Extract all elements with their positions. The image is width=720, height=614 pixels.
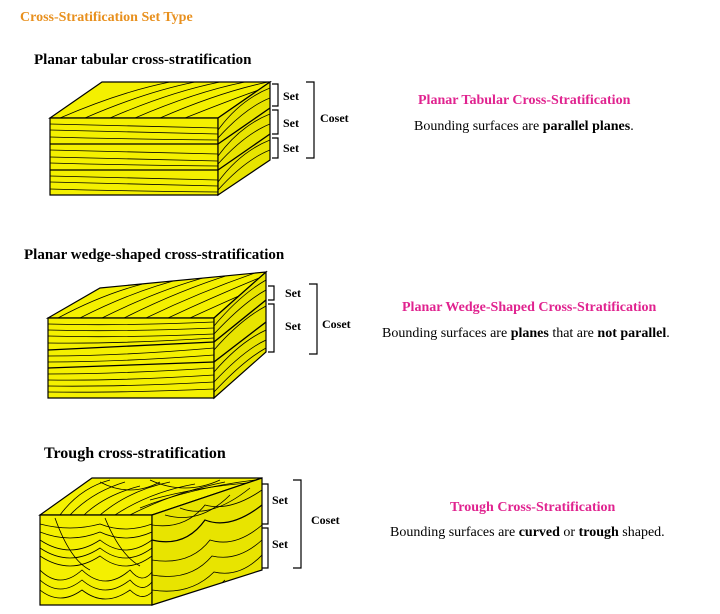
- set-label: Set: [283, 141, 299, 155]
- section-title-planar-tabular: Planar tabular cross-stratification: [34, 52, 252, 68]
- set-label: Set: [272, 537, 288, 551]
- coset-label: Coset: [320, 111, 349, 125]
- set-label: Set: [283, 116, 299, 130]
- planar-tabular-block: [48, 80, 315, 197]
- section-title-trough: Trough cross-stratification: [44, 445, 226, 462]
- desc-planar-wedge: Bounding surfaces are planes that are no…: [382, 326, 670, 341]
- desc-trough: Bounding surfaces are curved or trough s…: [390, 525, 665, 540]
- set-label: Set: [272, 493, 288, 507]
- desc-planar-tabular: Bounding surfaces are parallel planes.: [414, 119, 634, 134]
- trough-block: [38, 477, 302, 606]
- set-label: Set: [285, 286, 301, 300]
- coset-label: Coset: [322, 317, 351, 331]
- set-label: Set: [285, 319, 301, 333]
- heading-planar-tabular: Planar Tabular Cross-Stratification: [418, 93, 631, 108]
- heading-trough: Trough Cross-Stratification: [450, 500, 616, 515]
- set-label: Set: [283, 89, 299, 103]
- section-title-planar-wedge: Planar wedge-shaped cross-stratification: [24, 247, 285, 263]
- heading-planar-wedge: Planar Wedge-Shaped Cross-Stratification: [402, 300, 657, 315]
- coset-label: Coset: [311, 513, 340, 527]
- page-title: Cross-Stratification Set Type: [20, 10, 193, 25]
- planar-wedge-block: [45, 270, 318, 400]
